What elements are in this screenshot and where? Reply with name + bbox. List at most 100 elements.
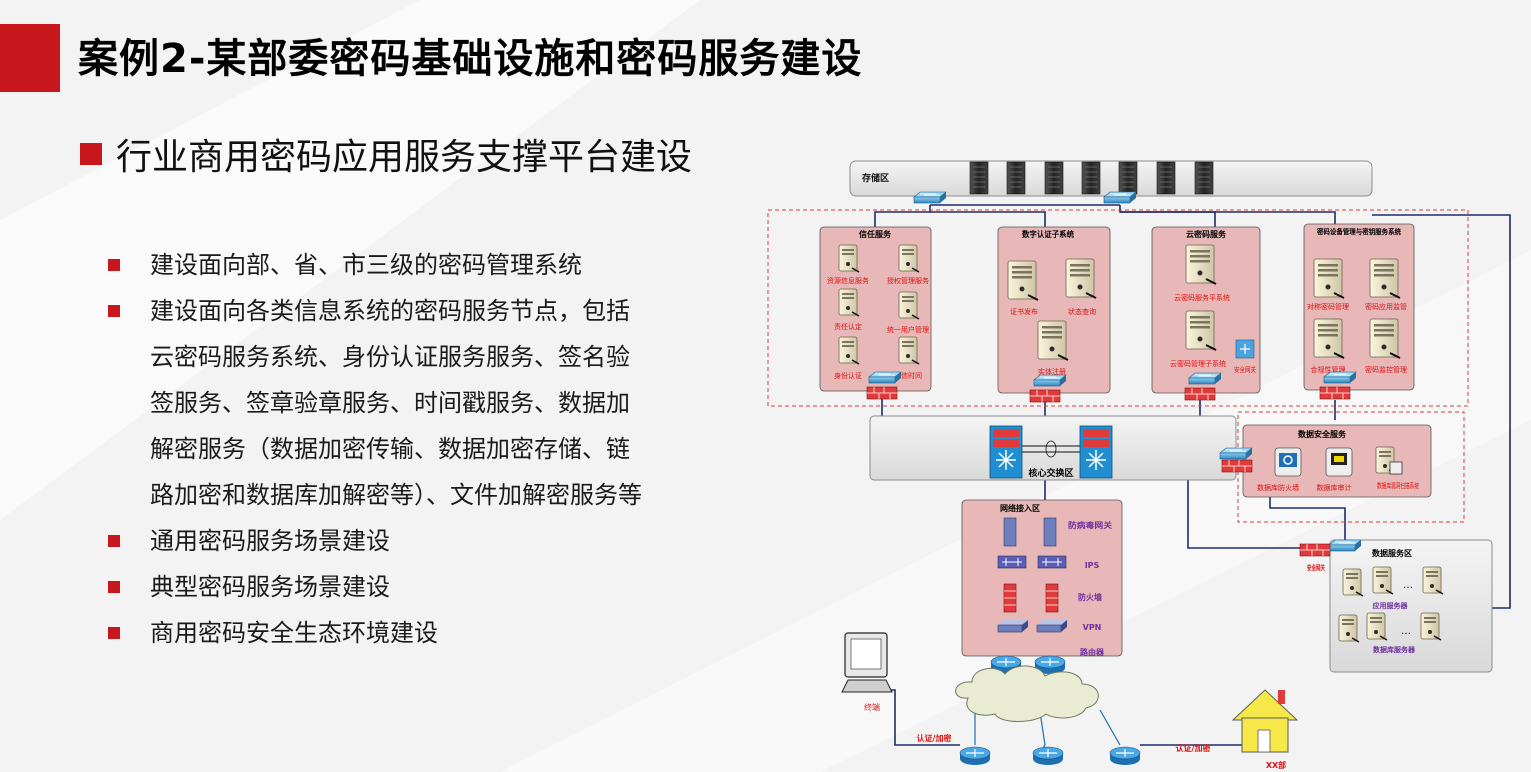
core-exchange-label: 核心交换区 [1028,467,1073,479]
bullet-text: 建设面向各类信息系统的密码服务节点，包括云密码服务系统、身份认证服务服务、签名验… [150,297,642,509]
service-zone-border [767,209,1469,407]
square-bullet-icon [108,535,120,547]
datasec-item-label: 数据库漏洞扫描系统 [1377,481,1419,490]
square-bullet-icon [108,305,120,317]
app-server-label: 应用服务器 [1373,601,1409,610]
more-dots: … [1403,580,1413,591]
access-item-label: 防火墙 [1078,592,1102,602]
square-bullet-icon [108,627,120,639]
list-item: 通用密码服务场景建设 [108,518,668,564]
server-icon [1366,612,1388,641]
access-item-label: 防病毒网关 [1068,520,1112,530]
storage-rack-icon [1194,161,1214,195]
datasec-item-label: 数据库防火墙 [1257,483,1299,492]
server-icon [1422,566,1444,595]
trust-item-label: 可信时间 [894,371,922,380]
server-icon [1338,614,1360,643]
storage-zone-label: 存储区 [862,172,889,184]
cloud-item-label: 云密码服务平系统 [1174,293,1230,302]
switch-icon [1323,371,1357,384]
firewall-icon [1299,543,1331,557]
server-icon [838,288,860,317]
subtitle-row: 行业商用密码应用服务支撑平台建设 [80,128,692,180]
more-dots: … [1401,626,1411,637]
switch-icon [868,371,902,384]
ministry-house-icon [1231,689,1299,753]
network-access-title: 网络接入区 [1000,503,1040,513]
storage-rack-icon [1118,161,1138,195]
switch-icon [1328,539,1362,552]
ips-icon [997,555,1027,569]
cloud-item-label: 安全网关 [1234,365,1256,374]
firewall-icon [1029,389,1061,403]
trust-item-label: 身份认证 [834,371,862,380]
antivirus-gateway-icon [1003,517,1017,547]
access-item-label: 路由器 [1080,647,1105,657]
key-management-title: 密码设备管理与密钥服务系统 [1317,227,1401,236]
security-gateway-label: 安全网关 [1307,563,1325,572]
storage-rack-icon [1156,161,1176,195]
server-icon [1369,258,1401,299]
firewall-icon [1003,583,1017,613]
bullet-text: 通用密码服务场景建设 [150,527,390,555]
list-item: 建设面向各类信息系统的密码服务节点，包括云密码服务系统、身份认证服务服务、签名验… [108,288,668,518]
bullet-text: 典型密码服务场景建设 [150,573,390,601]
storage-zone [849,160,1373,197]
server-icon [838,244,860,273]
square-bullet-icon [80,143,102,165]
server-icon [1313,258,1345,299]
core-switch-icon [1079,425,1113,479]
data-security-title: 数据安全服务 [1298,429,1347,439]
server-icon [898,291,920,320]
bullet-text: 商用密码安全生态环境建设 [150,619,438,647]
server-icon [1185,310,1217,351]
server-icon [1007,260,1039,301]
key-item-label: 密码监控管理 [1365,365,1407,374]
access-item-label: IPS [1085,561,1100,570]
key-item-label: 对称密码管理 [1307,302,1349,311]
trust-service-title: 信任服务 [859,229,892,239]
ministry-label: XX部 [1266,760,1286,770]
switch-icon [1033,374,1067,387]
cloud-icon [955,665,1099,722]
db-server-label: 数据库服务器 [1373,645,1416,654]
bullet-list: 建设面向部、省、市三级的密码管理系统 建设面向各类信息系统的密码服务节点，包括云… [108,242,668,656]
network-access-zone [961,499,1123,657]
firewall-icon [1221,459,1253,473]
antivirus-gateway-icon [1043,517,1057,547]
server-icon [898,336,920,365]
terminal-label: 终端 [864,702,880,712]
page-title: 案例2-某部委密码基础设施和密码服务建设 [78,36,863,82]
router-icon [1032,746,1064,766]
server-icon [898,244,920,273]
cert-item-label: 实体注册 [1038,367,1066,376]
switch-icon [1219,447,1253,460]
server-icon [838,336,860,365]
storage-rack-icon [969,161,989,195]
ips-icon [1037,555,1067,569]
list-item: 商用密码安全生态环境建设 [108,610,668,656]
storage-switch-icon [913,191,947,204]
router-icon [1109,746,1141,766]
datasec-item-label: 数据库审计 [1317,483,1352,492]
key-item-label: 密码应用监管 [1365,302,1407,311]
storage-switch-icon [1103,191,1137,204]
server-icon [1185,244,1217,285]
firewall-icon [1184,387,1216,401]
server-icon [1342,568,1364,597]
cert-subsystem-title: 数字认证子系统 [1022,229,1074,239]
square-bullet-icon [108,259,120,271]
trust-item-label: 授权管理服务 [887,276,929,285]
trust-item-label: 统一用户管理 [887,325,929,334]
bullet-text: 建设面向部、省、市三级的密码管理系统 [150,251,582,279]
firewall-icon [1045,583,1059,613]
db-firewall-icon [1274,447,1302,477]
switch-icon [1188,372,1222,385]
terminal-icon [841,632,893,693]
storage-rack-icon [1044,161,1064,195]
auth-encrypt-label: 认证/加密 [917,733,952,743]
square-bullet-icon [108,581,120,593]
server-icon [1313,318,1345,359]
data-server-title: 数据服务区 [1372,548,1412,558]
cert-item-label: 状态查询 [1068,307,1096,316]
